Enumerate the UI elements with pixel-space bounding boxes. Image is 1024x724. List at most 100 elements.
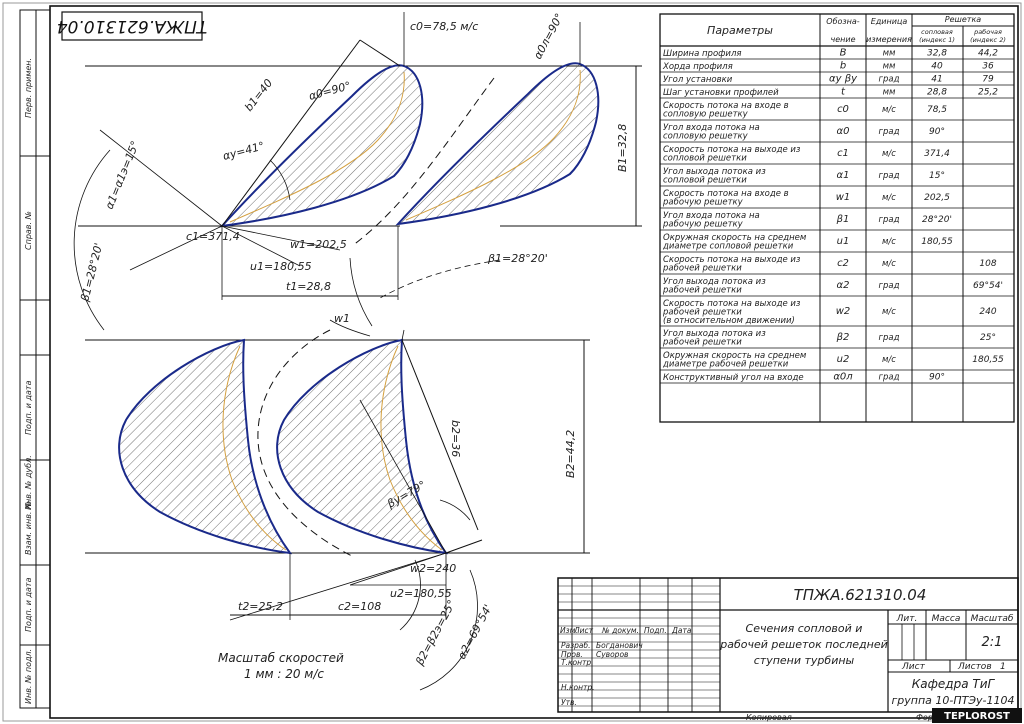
table-cell-unit: м/с: [882, 259, 896, 269]
table-header-nozzle-2: (индекс 1): [919, 36, 955, 44]
table-cell-symbol: u2: [837, 354, 850, 365]
table-cell-unit: мм: [883, 62, 896, 72]
tb-role: Разраб.: [561, 641, 590, 650]
tb-col-header: Лист: [573, 626, 594, 635]
dim-B1: B1=32,8: [616, 124, 629, 172]
side-label-replace: Взам. инв. №: [24, 501, 33, 555]
table-cell-rotor: 240: [979, 307, 996, 317]
table-cell-unit: мм: [883, 88, 896, 98]
table-cell-nozzle: 180,55: [921, 237, 953, 247]
table-header-nozzle-1: сопловая: [921, 28, 953, 36]
dim-beta1-side: β1=28°20': [78, 242, 105, 304]
dim-c2: c2=108: [338, 600, 381, 613]
table-cell-nozzle: 28,8: [927, 88, 947, 98]
side-labels: Перв. примен. Справ. № Подп. и дата Инв.…: [24, 58, 33, 704]
table-cell-param: рабочую решетку: [662, 198, 744, 208]
table-cell-nozzle: 15°: [929, 171, 945, 181]
tb-col-header: № докум.: [601, 626, 639, 635]
tb-code: ТПЖА.621310.04: [794, 586, 927, 604]
dim-beta1-top: β1=28°20': [487, 252, 548, 265]
table-cell-symbol: b: [840, 61, 846, 72]
table-cell-rotor: 25°: [980, 333, 996, 343]
table-cell-symbol: c2: [837, 258, 849, 269]
nozzle-cascade: [73, 12, 642, 331]
table-cell-rotor: 36: [982, 62, 994, 72]
table-cell-nozzle: 28°20': [922, 215, 952, 225]
dim-b2: b2=36: [449, 420, 462, 457]
table-cell-param: Конструктивный угол на входе: [663, 373, 804, 383]
dim-w1: w1=202,5: [290, 238, 347, 251]
table-cell-param: рабочей решетки: [662, 264, 742, 274]
table-cell-symbol: α0: [837, 126, 850, 137]
tb-title-2: рабочей решеток последней: [719, 638, 888, 651]
dim-a1: α1=α1э=15°: [103, 139, 142, 211]
table-cell-param: Скорость потока на выходе из: [663, 255, 801, 265]
table-cell-rotor: 44,2: [978, 49, 998, 59]
rotor-passage-dashed: [257, 329, 353, 557]
table-cell-param: Угол установки: [663, 75, 733, 85]
tb-dept-1: Кафедра ТиГ: [912, 677, 996, 691]
table-header-symbol-1: Обозна-: [826, 17, 860, 26]
table-cell-nozzle: 78,5: [927, 105, 947, 115]
table-cell-param: сопловую решетку: [663, 110, 749, 120]
table-cell-symbol: w1: [836, 192, 851, 203]
nozzle-blade-2: [395, 62, 600, 226]
table-cell-unit: мм: [883, 49, 896, 59]
table-cell-param: Угол входа потока на: [663, 123, 760, 133]
dim-b2ang: β2=β2э=25°: [413, 598, 459, 669]
watermark: TEPLOROST: [932, 708, 1022, 723]
table-cell-rotor: 79: [982, 75, 994, 85]
dim-b1: b1=40: [242, 77, 275, 114]
table-cell-param: Угол выхода потока из: [663, 277, 766, 287]
dim-a0: α0=90°: [307, 79, 352, 103]
dim-B2: B2=44,2: [564, 430, 577, 478]
table-cell-unit: град: [879, 171, 900, 181]
dim-u2: u2=180,55: [390, 587, 452, 600]
table-cell-symbol: c0: [837, 104, 849, 115]
table-cell-param: Окружная скорость на среднем: [663, 233, 807, 243]
tb-name: Богданович: [596, 641, 643, 650]
table-cell-nozzle: 371,4: [924, 149, 950, 159]
table-cell-param: Угол выхода потока из: [663, 329, 766, 339]
nozzle-midline-1: [229, 71, 405, 223]
nozzle-throat-dashed: [351, 77, 495, 247]
table-cell-param: сопловую решетку: [663, 132, 749, 142]
table-header-unit-1: Единица: [871, 17, 908, 26]
dim-a2: α2=69°54': [455, 602, 495, 661]
top-stamp: ТПЖА.621310.04: [57, 11, 207, 41]
velocity-scale: Масштаб скоростей 1 мм : 20 м/с: [218, 651, 344, 681]
table-cell-param: рабочей решетки: [662, 338, 742, 348]
table-cell-nozzle: 41: [931, 75, 942, 85]
tb-title-3: ступени турбины: [754, 654, 855, 667]
table-cell-param: Хорда профиля: [662, 62, 733, 72]
side-strip: [19, 9, 51, 709]
tb-sheets: Листов: [957, 662, 992, 672]
side-label-orig: Инв. № подл.: [24, 649, 33, 704]
table-cell-param: рабочей решетки: [662, 286, 742, 296]
table-cell-symbol: w2: [836, 306, 851, 317]
tb-dept-2: группа 10-ПТЭу-1104: [891, 694, 1014, 707]
nozzle-blade-1: [219, 64, 424, 228]
table-cell-symbol: t: [841, 87, 846, 98]
dim-c0: c0=78,5 м/с: [410, 20, 478, 33]
table-header-rotor-2: (индекс 2): [970, 36, 1006, 44]
table-cell-param: Окружная скорость на среднем: [663, 351, 807, 361]
table-header-symbol-2: чение: [831, 35, 856, 44]
table-cell-param: Ширина профиля: [663, 49, 742, 59]
nozzle-midline-2: [405, 69, 581, 221]
table-cell-param: Скорость потока на выходе из: [663, 299, 801, 309]
watermark-text: TEPLOROST: [944, 711, 1010, 722]
